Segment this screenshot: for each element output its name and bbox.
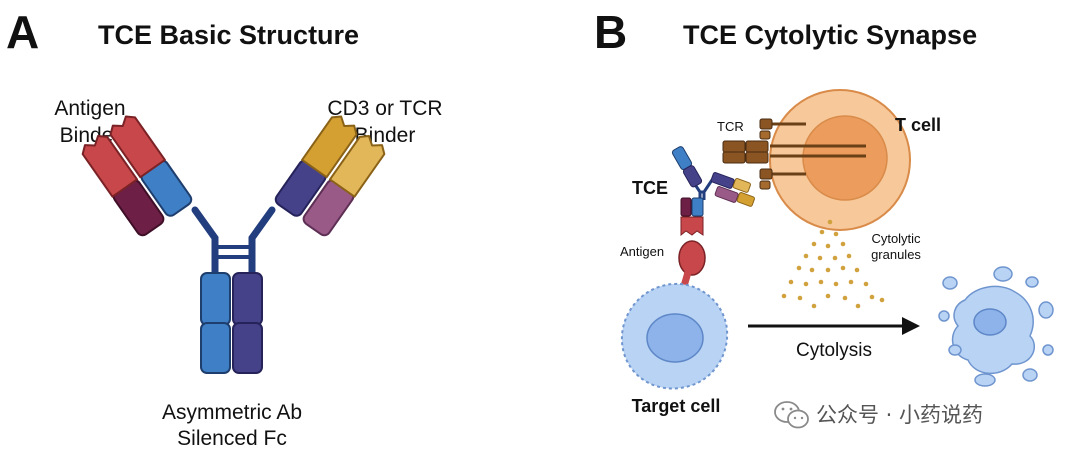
cd3-tcr-binder-label-line1: CD3 or TCR — [327, 97, 442, 120]
target-cell-label: Target cell — [632, 396, 721, 416]
cd3-binding-arm — [274, 115, 386, 237]
panel-a-letter: A — [6, 6, 39, 58]
asymmetric-ab-label: Asymmetric Ab — [162, 401, 302, 424]
antigen-label: Antigen — [620, 244, 664, 259]
cytolytic-granules-label-line1: Cytolytic — [871, 231, 921, 246]
antigen-binder-label-line1: Antigen — [54, 97, 125, 120]
fc-ch2-domain-left — [200, 272, 231, 326]
lysed-cell — [938, 266, 1054, 387]
panel-b-letter: B — [594, 6, 627, 58]
tcr-label: TCR — [717, 119, 744, 134]
light-chain-vl-domain-left — [81, 134, 139, 198]
cytolysis-arrow — [748, 317, 920, 335]
tce-molecule — [671, 146, 755, 237]
fc-ch2-domain-right — [232, 272, 263, 326]
light-chain-vl-domain-right — [328, 134, 386, 198]
antigen-receptor — [678, 240, 706, 296]
t-cell — [769, 89, 911, 231]
cytolytic-granules-label-line2: granules — [871, 247, 921, 262]
tcr-complex — [722, 118, 866, 190]
fc-ch3-domain-left — [200, 322, 231, 374]
wechat-icon — [774, 401, 809, 429]
heavy-chain-vh-domain-right — [301, 115, 358, 179]
panel-b-title: TCE Cytolytic Synapse — [683, 20, 977, 50]
fc-ch3-domain-right — [232, 322, 263, 374]
cytolysis-label: Cytolysis — [796, 340, 872, 361]
t-cell-label: T cell — [895, 115, 941, 135]
cytolytic-granules — [781, 219, 885, 309]
antigen-binding-arm — [81, 115, 193, 237]
antibody-hinge — [191, 206, 276, 278]
target-cell-nucleus — [646, 313, 704, 363]
wechat-watermark: 公众号 · 小药说药 — [774, 401, 983, 429]
heavy-chain-vh-domain-left — [109, 115, 166, 179]
silenced-fc-label: Silenced Fc — [177, 427, 287, 450]
watermark-text: 公众号 · 小药说药 — [816, 403, 983, 427]
panel-a-title: TCE Basic Structure — [98, 20, 359, 50]
tce-label: TCE — [632, 178, 668, 198]
t-cell-nucleus — [802, 115, 888, 201]
target-cell — [620, 282, 729, 390]
bispecific-antibody-diagram — [81, 115, 386, 374]
